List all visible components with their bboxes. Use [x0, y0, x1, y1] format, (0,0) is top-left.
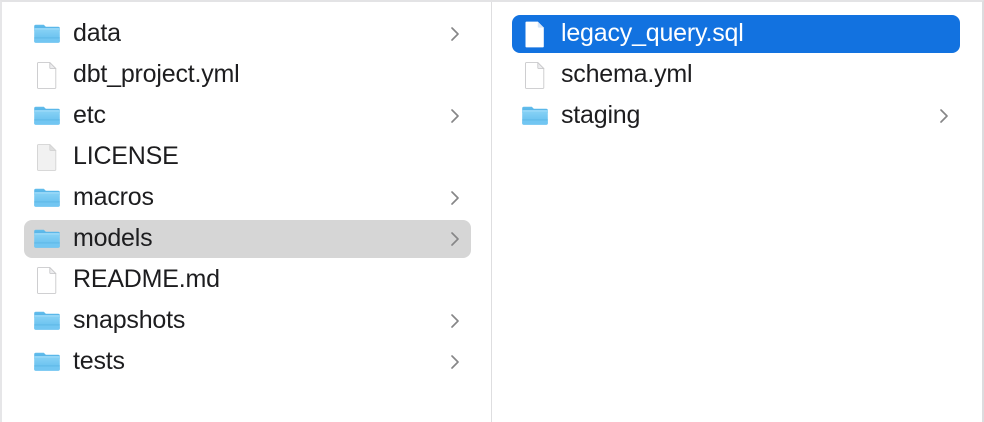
file-row[interactable]: legacy_query.sql: [512, 15, 960, 53]
folder-row[interactable]: models: [24, 220, 471, 258]
item-label: etc: [73, 102, 106, 129]
folder-icon: [32, 224, 62, 254]
folder-row[interactable]: macros: [24, 179, 471, 217]
folder-row[interactable]: etc: [24, 97, 471, 135]
chevron-right-icon: [938, 107, 950, 125]
file-row[interactable]: LICENSE: [24, 138, 471, 176]
chevron-right-icon: [449, 312, 461, 330]
item-label: README.md: [73, 266, 220, 293]
folder-icon: [520, 101, 550, 131]
item-label: macros: [73, 184, 154, 211]
plain-document-icon: [32, 142, 62, 172]
file-row[interactable]: dbt_project.yml: [24, 56, 471, 94]
chevron-right-icon: [449, 107, 461, 125]
chevron-right-icon: [449, 230, 461, 248]
folder-row[interactable]: staging: [512, 97, 960, 135]
item-label: LICENSE: [73, 143, 179, 170]
item-label: dbt_project.yml: [73, 61, 240, 88]
item-label: staging: [561, 102, 641, 129]
document-icon: [32, 60, 62, 90]
item-label: models: [73, 225, 153, 252]
file-row[interactable]: schema.yml: [512, 56, 960, 94]
document-icon: [520, 19, 550, 49]
chevron-right-icon: [449, 25, 461, 43]
document-icon: [520, 60, 550, 90]
document-icon: [32, 265, 62, 295]
folder-icon: [32, 306, 62, 336]
child-column: legacy_query.sql schema.yml staging: [492, 2, 982, 422]
item-label: tests: [73, 348, 125, 375]
chevron-right-icon: [449, 189, 461, 207]
item-label: data: [73, 20, 121, 47]
parent-column: data dbt_project.yml etc LICENSE macros: [2, 2, 492, 422]
item-label: schema.yml: [561, 61, 693, 88]
folder-icon: [32, 347, 62, 377]
file-row[interactable]: README.md: [24, 261, 471, 299]
folder-icon: [32, 19, 62, 49]
folder-icon: [32, 101, 62, 131]
folder-row[interactable]: tests: [24, 343, 471, 381]
folder-row[interactable]: data: [24, 15, 471, 53]
chevron-right-icon: [449, 353, 461, 371]
folder-icon: [32, 183, 62, 213]
item-label: snapshots: [73, 307, 186, 334]
item-label: legacy_query.sql: [561, 20, 744, 47]
folder-row[interactable]: snapshots: [24, 302, 471, 340]
